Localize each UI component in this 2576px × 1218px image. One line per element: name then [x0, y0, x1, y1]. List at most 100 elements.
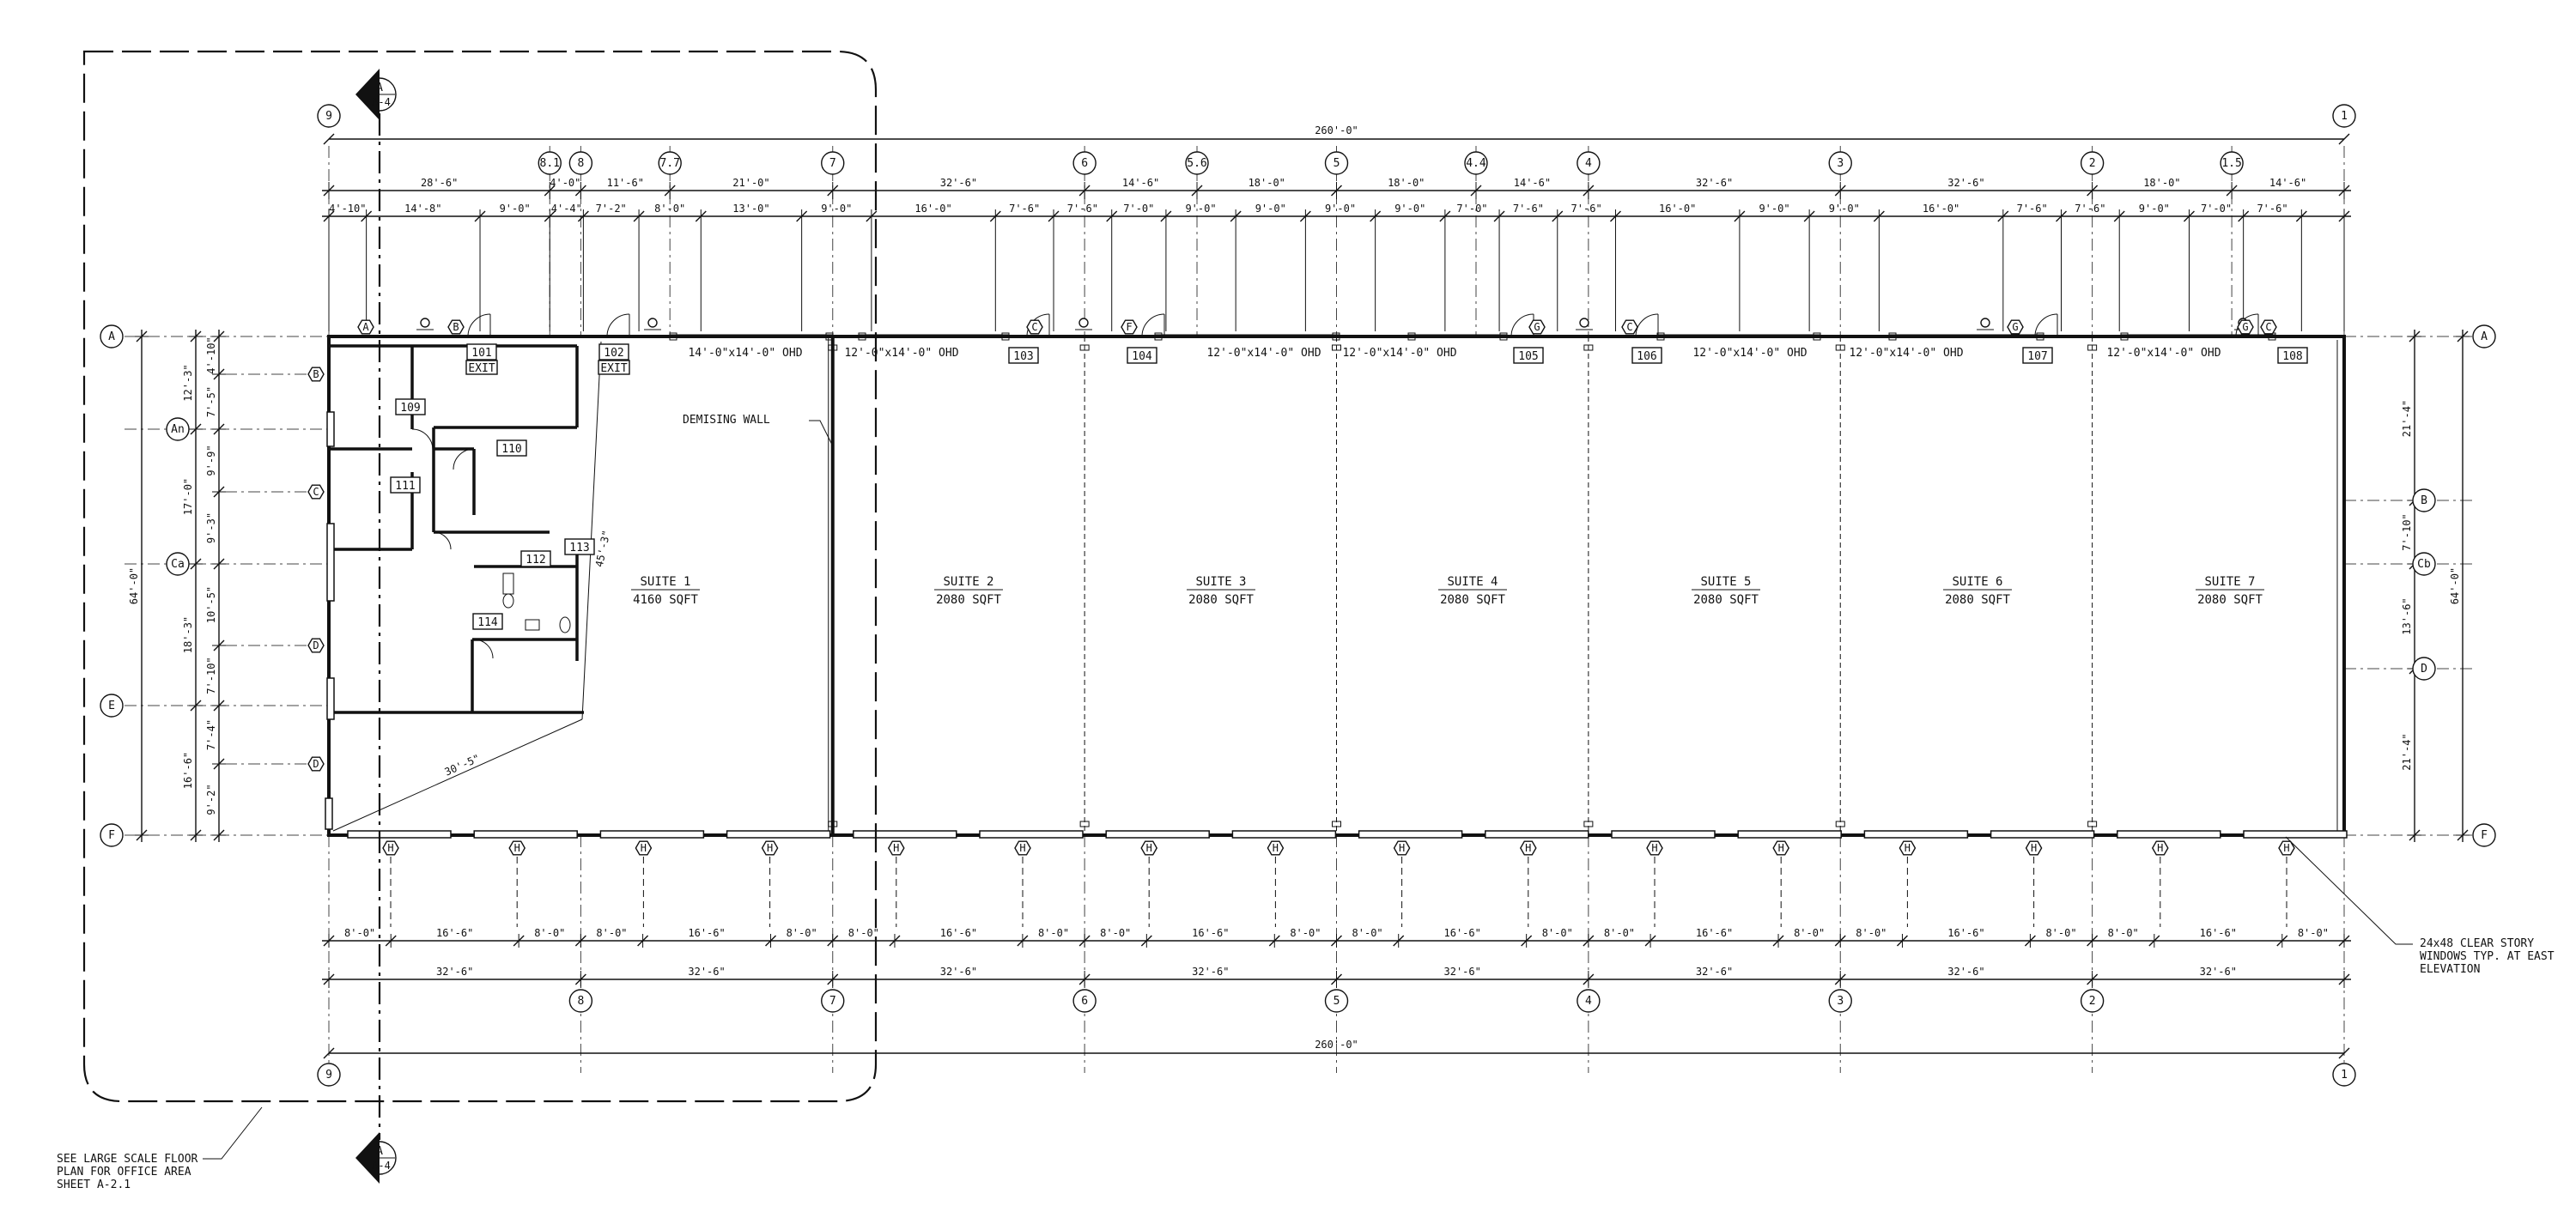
angled-wall: [581, 341, 602, 720]
door-tag: H: [514, 842, 520, 854]
bottom-dim-row1-text: 16'-6": [688, 927, 725, 939]
top-dim-row1-text: 4'-0": [550, 177, 580, 189]
clerestory-window: [599, 830, 705, 839]
grid-bubble: [658, 151, 682, 175]
office-note-line: SHEET A-2.1: [57, 1179, 131, 1191]
overhead-door-jamb: [858, 332, 866, 341]
right-total-dim-text: 64'-0": [2449, 567, 2461, 604]
grid-bubble: [2472, 324, 2496, 348]
door-tag-hex: [307, 484, 325, 500]
entry-door-swing: [1635, 313, 1659, 337]
grid-bubble: [1072, 989, 1097, 1013]
grid-bubble: [1828, 989, 1852, 1013]
office-note-line: PLAN FOR OFFICE AREA: [57, 1166, 191, 1179]
suite-area: 4160 SQFT: [633, 593, 698, 607]
grid-bubble-label: 2: [2089, 995, 2096, 1008]
grid-bubble-label: An: [171, 423, 185, 436]
top-dim-row2-text: 9'-0": [2139, 203, 2170, 215]
door-tag-hex: [1621, 319, 1638, 335]
top-dim-row1-text: 32'-6": [940, 177, 977, 189]
overhead-door-label: 12'-0"x14'-0" OHD: [1342, 347, 1456, 360]
office-window: [326, 523, 335, 602]
door-tag: G: [2242, 321, 2248, 333]
overhead-door-jamb: [1888, 332, 1897, 341]
door-tag-hex: [1140, 840, 1158, 856]
door-tag-hex: [761, 840, 779, 856]
entry-door-swing: [1510, 313, 1534, 337]
grid-bubble: [1577, 989, 1601, 1013]
clerestory-window: [1737, 830, 1842, 839]
grid-bubble-label: A: [2481, 330, 2488, 343]
toilet-fixture: [502, 593, 514, 609]
column-stub: [828, 344, 838, 351]
top-dim-row2-text: 7'-6": [1571, 203, 1602, 215]
grid-bubble: [821, 151, 845, 175]
suite-area: 2080 SQFT: [1440, 593, 1505, 607]
door-tag-hex: [1646, 840, 1663, 856]
office-window: [325, 797, 333, 830]
top-dim-row2-text: 7'-0": [2201, 203, 2232, 215]
door-tag-hex: [2237, 319, 2254, 335]
grid-bubble: [1072, 151, 1097, 175]
grid-bubble-label: F: [2481, 829, 2488, 842]
door-tag-hex: [2260, 319, 2277, 335]
clerestory-window: [2243, 830, 2348, 839]
grid-bubble-label: 4: [1585, 995, 1592, 1008]
window-note-line: WINDOWS TYP. AT EAST: [2420, 950, 2555, 963]
dimension-strings: 260'-0"28'-6"4'-0"11'-6"21'-0"32'-6"14'-…: [128, 124, 2470, 1059]
bottom-dim-row1-text: 16'-6": [1947, 927, 1984, 939]
top-dim-row1-text: 21'-0": [732, 177, 769, 189]
column-stub: [2087, 344, 2098, 351]
door-tag: D: [313, 758, 319, 770]
top-dim-row2-text: 9'-0": [1325, 203, 1356, 215]
top-dim-row2-text: 7'-6": [1009, 203, 1040, 215]
suite-name: SUITE 5: [1700, 575, 1751, 589]
overhead-door-label: 14'-0"x14'-0" OHD: [688, 347, 802, 360]
suite-area: 2080 SQFT: [1945, 593, 2010, 607]
door-tag: C: [2265, 321, 2271, 333]
light-fixture-icon: [647, 318, 658, 328]
bottom-dim-row2-text: 32'-6": [1947, 966, 1984, 978]
top-dim-row2-text: 9'-0": [1394, 203, 1425, 215]
door-tag-hex: [2151, 840, 2169, 856]
bottom-dim-row1-text: 8'-0": [787, 927, 817, 939]
exit-tag-box: [598, 360, 630, 375]
clerestory-window: [1990, 830, 2095, 839]
room-tag-box: [466, 343, 497, 361]
grid-bubble: [1464, 151, 1488, 175]
grid-bubble: [1185, 151, 1209, 175]
top-dim-row2-text: 4'-4": [551, 203, 582, 215]
door-tag: H: [387, 842, 393, 854]
room-tag: 103: [1013, 350, 1033, 363]
grid-bubble-label: 1: [2341, 110, 2348, 123]
room-tag-box: [2022, 347, 2053, 364]
grid-bubble-label: 8: [577, 995, 584, 1008]
room-tag: 110: [501, 443, 521, 456]
door-tag-hex: [1519, 840, 1537, 856]
grid-bubble: [2412, 657, 2436, 681]
clerestory-window: [473, 830, 578, 839]
bottom-dim-row1-text: 16'-6": [1192, 927, 1229, 939]
door-tag: H: [2283, 842, 2289, 854]
bottom-dim-row1-text: 8'-0": [1290, 927, 1321, 939]
light-fixture-icon: [1980, 318, 1990, 328]
left-inner-dim-text: 7'-10": [205, 657, 217, 694]
top-dim-row1-text: 28'-6": [421, 177, 458, 189]
room-tag: 106: [1637, 350, 1656, 363]
overhead-door-label: 12'-0"x14'-0" OHD: [1206, 347, 1321, 360]
overhead-door-label: 12'-0"x14'-0" OHD: [844, 347, 958, 360]
bottom-dim-row2-text: 32'-6": [2200, 966, 2237, 978]
grid-bubble: [1324, 989, 1349, 1013]
grid-bubble: [2332, 1063, 2356, 1087]
door-tag-hex: [1026, 319, 1043, 335]
light-fixture-icon: [420, 318, 430, 328]
suite-name: SUITE 1: [640, 575, 690, 589]
door-tag: H: [1146, 842, 1152, 854]
grid-bubble-label: 4.4: [1466, 157, 1486, 170]
grid-bubble-label: 7: [829, 157, 836, 170]
bottom-dim-row1-text: 8'-0": [2108, 927, 2139, 939]
grid-bubble-label: 5.6: [1187, 157, 1206, 170]
overhead-door-jamb: [1332, 332, 1340, 341]
entry-door-swing: [1141, 313, 1165, 337]
